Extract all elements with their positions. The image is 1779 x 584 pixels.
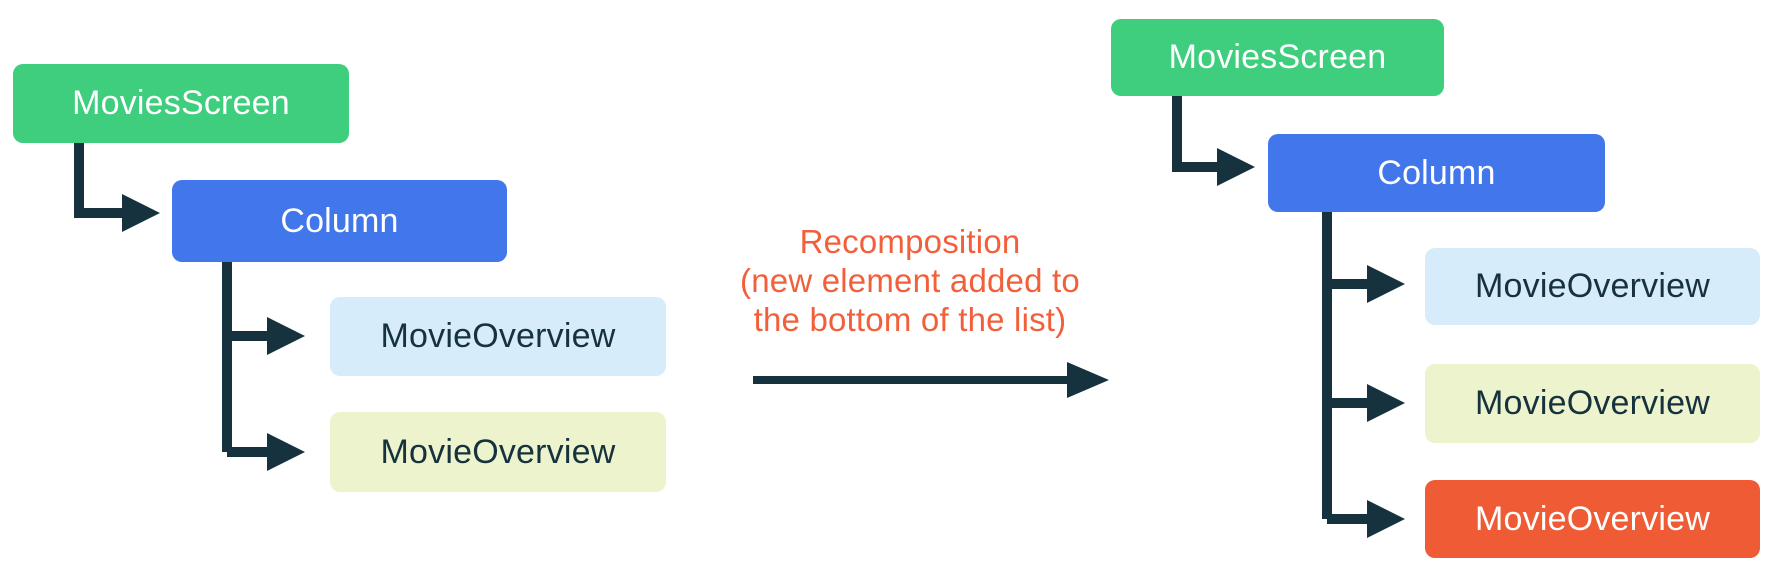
recomposition-label: Recomposition (new element added to the … bbox=[660, 222, 1160, 339]
arrowhead-icon bbox=[1367, 265, 1405, 303]
left-node-column: Column bbox=[172, 180, 507, 262]
left-connector-root-to-column bbox=[74, 143, 124, 218]
left-node-movieoverview-2: MovieOverview bbox=[330, 412, 666, 492]
recomposition-label-line-2: (new element added to bbox=[740, 262, 1080, 299]
arrowhead-icon bbox=[267, 433, 305, 471]
arrowhead-icon bbox=[1217, 148, 1255, 186]
left-node-moviesscreen: MoviesScreen bbox=[13, 64, 349, 143]
right-arrow-icon bbox=[1067, 362, 1109, 398]
arrowhead-icon bbox=[267, 317, 305, 355]
recomposition-arrow bbox=[753, 362, 1109, 398]
arrowhead-icon bbox=[122, 194, 160, 232]
right-node-moviesscreen: MoviesScreen bbox=[1111, 19, 1444, 96]
recomposition-label-line-3: the bottom of the list) bbox=[753, 301, 1067, 338]
right-node-movieoverview-2: MovieOverview bbox=[1425, 364, 1760, 443]
arrowhead-icon bbox=[1367, 500, 1405, 538]
recomposition-label-line-1: Recomposition bbox=[799, 223, 1021, 260]
right-connector-root-to-column bbox=[1172, 96, 1219, 172]
arrowhead-icon bbox=[1367, 384, 1405, 422]
right-node-column: Column bbox=[1268, 134, 1605, 212]
right-node-movieoverview-1: MovieOverview bbox=[1425, 248, 1760, 325]
left-node-movieoverview-1: MovieOverview bbox=[330, 297, 666, 376]
right-node-movieoverview-3-new: MovieOverview bbox=[1425, 480, 1760, 558]
